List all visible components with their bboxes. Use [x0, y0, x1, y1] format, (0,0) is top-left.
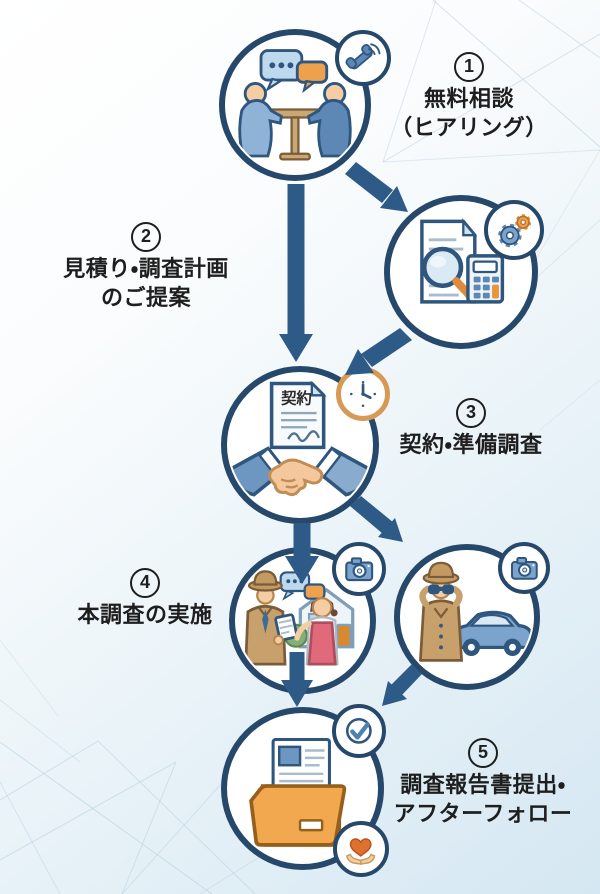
step2-number-badge: 2 [131, 222, 161, 252]
step5-label: 5 調査報告書提出・ アフターフォロー [383, 738, 583, 828]
step5-number-badge: 5 [468, 738, 498, 768]
contract-doc-title: 契約 [281, 389, 312, 408]
check-icon [332, 704, 386, 758]
report-folder-icon [229, 715, 376, 862]
surveillance-binoculars-car-icon [402, 552, 532, 682]
step1-number-badge: 1 [454, 52, 484, 82]
step1-label: 1 無料相談 （ヒアリング） [384, 52, 554, 142]
interview-investigation-icon [237, 555, 368, 686]
step5-circle [221, 704, 389, 877]
step4-label: 4 本調査の実施 [38, 568, 252, 630]
step3-label-line1: 契約・準備調査 [399, 432, 543, 457]
step4-number-badge: 4 [130, 568, 160, 598]
step3-number-badge: 3 [456, 398, 486, 428]
step4-label-line1: 本調査の実施 [77, 602, 213, 627]
estimate-document-magnifier-calculator-icon [392, 203, 530, 341]
camera-icon [332, 542, 386, 596]
step1-label-line2: （ヒアリング） [390, 114, 548, 140]
phone-icon [335, 30, 391, 86]
step2-label-line1: 見積り・調査計画 [63, 256, 229, 281]
consultation-meeting-icon [227, 37, 363, 173]
step5-label-line2: アフターフォロー [393, 800, 573, 826]
step2-label-line2: のご提案 [100, 284, 191, 310]
heart-hands-icon [333, 821, 389, 877]
step3-circle: 契約 [221, 366, 390, 524]
gears-icon [484, 200, 544, 260]
step2-label: 2 見積り・調査計画 のご提案 [28, 222, 264, 312]
clock-icon [336, 367, 390, 421]
step1-label-line1: 無料相談 [423, 86, 514, 111]
step2-circle [384, 195, 544, 349]
step1-circle [219, 29, 391, 181]
step4-interview-circle [229, 542, 386, 694]
step5-label-line1: 調査報告書提出・ [400, 772, 566, 797]
step3-label: 3 契約・準備調査 [376, 398, 566, 460]
step4-surveillance-circle [394, 542, 550, 690]
camera-icon [498, 542, 550, 594]
